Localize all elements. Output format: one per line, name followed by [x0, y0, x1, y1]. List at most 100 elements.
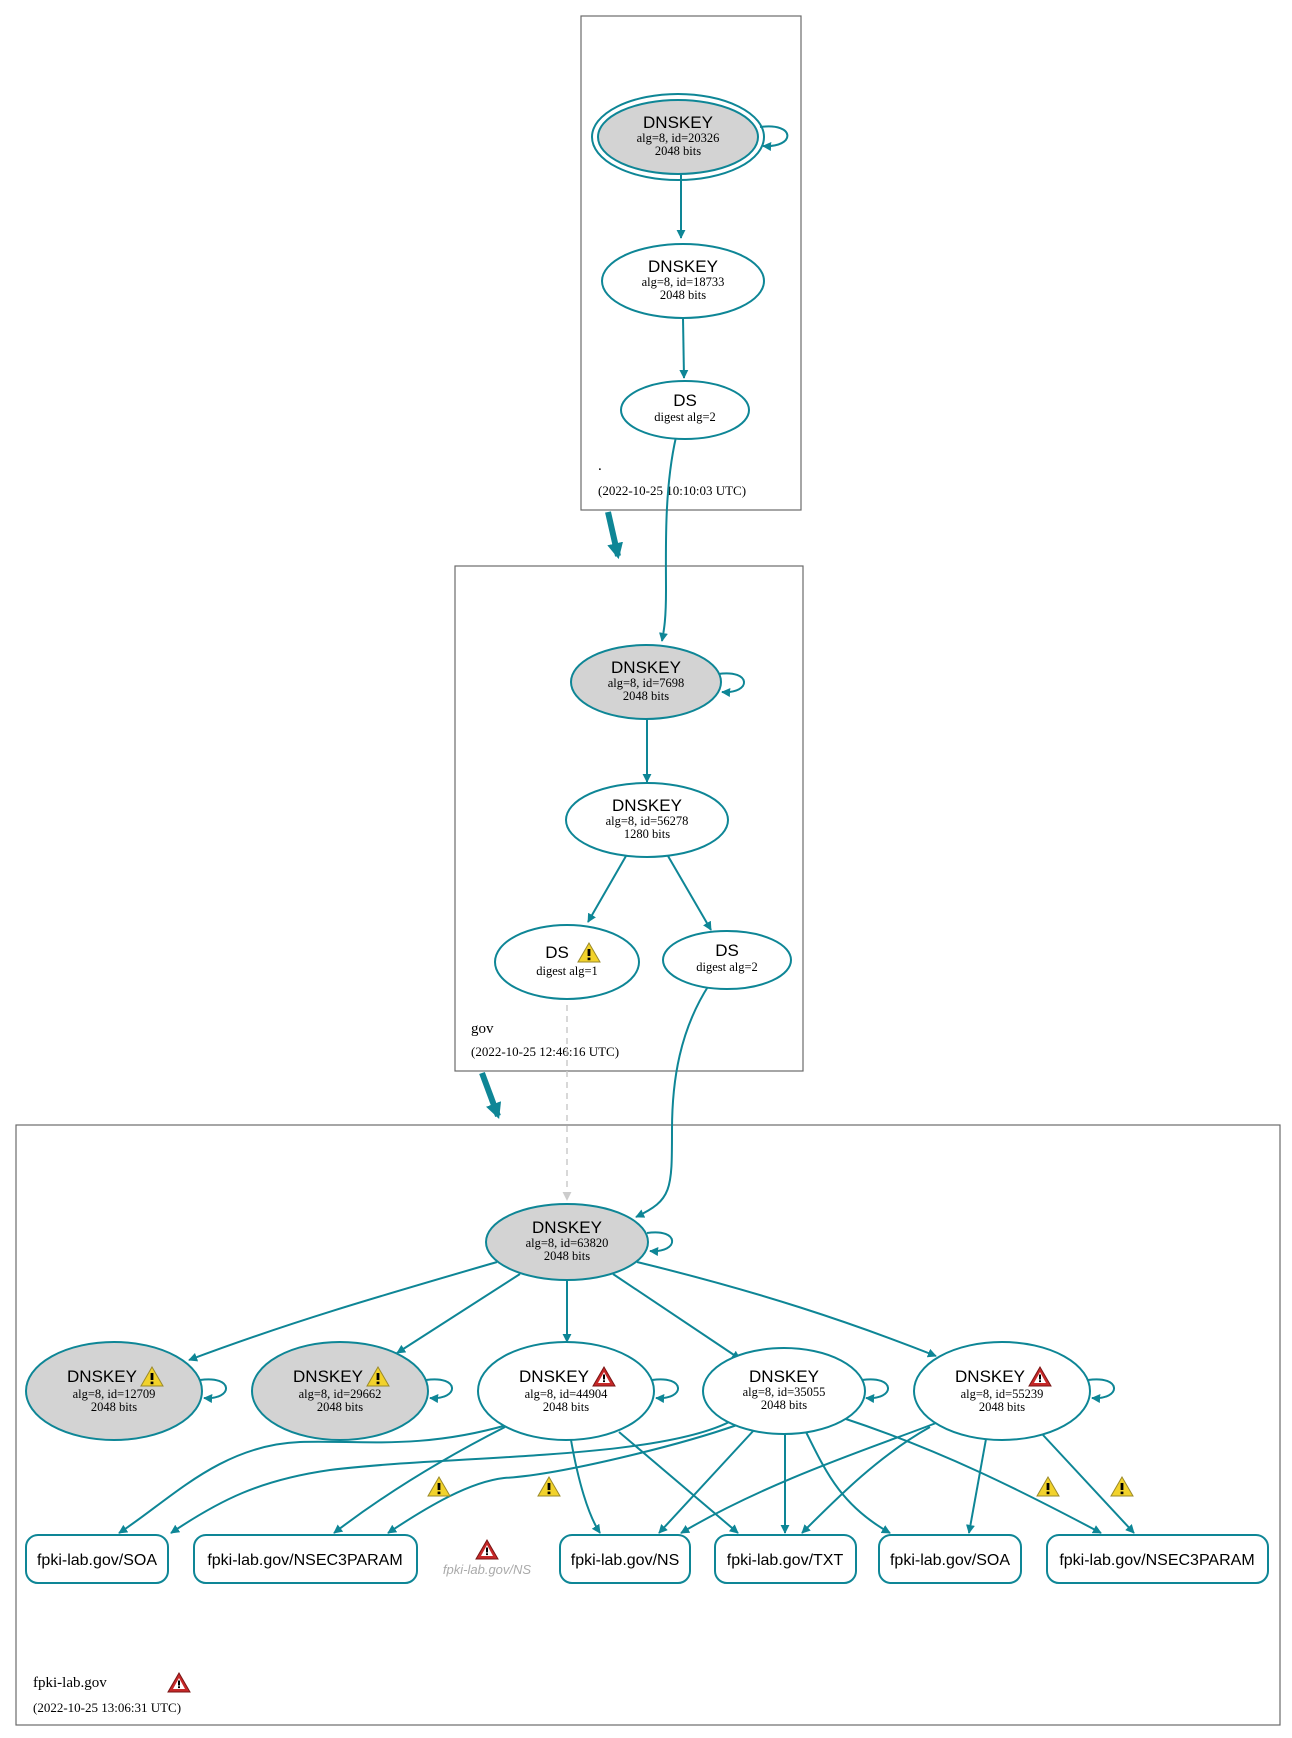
- dnskey-node-7698[interactable]: DNSKEY alg=8, id=7698 2048 bits: [570, 644, 722, 720]
- node-detail: 2048 bits: [317, 1400, 363, 1414]
- rrset-node-txt[interactable]: fpki-lab.gov/TXT: [714, 1534, 857, 1584]
- edge: [570, 1439, 601, 1534]
- ds-node-gov-alg2[interactable]: DS digest alg=2: [662, 930, 792, 990]
- zone-fpki-lab: fpki-lab.gov (2022-10-25 13:06:31 UTC): [15, 1124, 1281, 1726]
- warning-icon: [1110, 1476, 1134, 1497]
- ds-node-gov-alg1[interactable]: DS digest alg=1: [494, 924, 640, 1000]
- dnskey-node-12709[interactable]: DNSKEY alg=8, id=12709 2048 bits: [25, 1341, 203, 1441]
- dnskey-node-35055[interactable]: DNSKEY alg=8, id=35055 2048 bits: [702, 1347, 866, 1435]
- zone-timestamp: (2022-10-25 13:06:31 UTC): [33, 1700, 181, 1715]
- rrset-label: fpki-lab.gov/SOA: [37, 1552, 157, 1569]
- rrset-label: fpki-lab.gov/NSEC3PARAM: [207, 1552, 402, 1569]
- node-title: DS: [715, 941, 739, 960]
- edge: [587, 855, 627, 923]
- node-detail: 2048 bits: [543, 1400, 589, 1414]
- zone-timestamp: (2022-10-25 10:10:03 UTC): [598, 483, 746, 498]
- node-detail: alg=8, id=44904: [525, 1387, 609, 1401]
- node-detail: 2048 bits: [979, 1400, 1025, 1414]
- self-loop: [717, 672, 745, 698]
- edge: [188, 1261, 498, 1362]
- edge: [658, 1428, 756, 1534]
- zone-name: gov: [471, 1021, 494, 1037]
- warning-icon: [427, 1476, 451, 1497]
- edge: [1042, 1434, 1135, 1534]
- dnskey-node-20326[interactable]: DNSKEY alg=8, id=20326 2048 bits: [591, 93, 765, 181]
- rrset-label: fpki-lab.gov/TXT: [727, 1552, 844, 1569]
- node-detail: 2048 bits: [544, 1249, 590, 1263]
- node-title: DNSKEY: [293, 1367, 363, 1386]
- dnskey-node-44904[interactable]: DNSKEY alg=8, id=44904 2048 bits: [477, 1341, 655, 1441]
- node-detail: 2048 bits: [655, 144, 701, 158]
- node-title: DNSKEY: [955, 1367, 1025, 1386]
- edge: [667, 855, 712, 931]
- rrset-node-soa[interactable]: fpki-lab.gov/SOA: [878, 1534, 1022, 1584]
- edge: [118, 1424, 508, 1534]
- dnskey-node-18733[interactable]: DNSKEY alg=8, id=18733 2048 bits: [601, 243, 765, 319]
- edge: [801, 1426, 931, 1534]
- dnskey-node-55239[interactable]: DNSKEY alg=8, id=55239 2048 bits: [913, 1341, 1091, 1441]
- node-detail: 2048 bits: [91, 1400, 137, 1414]
- node-detail: alg=8, id=55239: [961, 1387, 1044, 1401]
- node-detail: alg=8, id=63820: [526, 1236, 609, 1250]
- edge: [636, 1261, 937, 1358]
- edge: [396, 1273, 521, 1354]
- node-detail: alg=8, id=18733: [642, 275, 725, 289]
- self-loop: [425, 1378, 453, 1404]
- rrset-label: fpki-lab.gov/NSEC3PARAM: [1059, 1552, 1254, 1569]
- warning-icon: [1036, 1476, 1060, 1497]
- dnskey-node-56278[interactable]: DNSKEY alg=8, id=56278 1280 bits: [565, 782, 729, 858]
- delegation-arrow: [479, 1071, 502, 1119]
- self-loop: [646, 1231, 674, 1257]
- ds-node-root[interactable]: DS digest alg=2: [620, 380, 750, 440]
- rrset-node-nsec3param[interactable]: fpki-lab.gov/NSEC3PARAM: [193, 1534, 418, 1584]
- node-detail: 2048 bits: [623, 689, 669, 703]
- zone-root: . (2022-10-25 10:10:03 UTC): [580, 15, 802, 511]
- ghost-rrset-label: fpki-lab.gov/NS: [443, 1562, 531, 1577]
- zone-error-icon: [167, 1672, 191, 1693]
- node-title: DNSKEY: [749, 1367, 819, 1386]
- zone-gov: gov (2022-10-25 12:46:16 UTC): [454, 565, 804, 1072]
- node-detail: alg=8, id=20326: [637, 131, 720, 145]
- edge: [618, 1431, 739, 1534]
- edge: [170, 1419, 734, 1534]
- edge: [842, 1417, 1102, 1534]
- node-detail: alg=8, id=56278: [606, 814, 689, 828]
- node-detail: alg=8, id=35055: [743, 1385, 826, 1399]
- node-title: DS: [545, 943, 569, 962]
- self-loop: [759, 125, 789, 151]
- rrset-node-nsec3param[interactable]: fpki-lab.gov/NSEC3PARAM: [1046, 1534, 1269, 1584]
- node-detail: alg=8, id=12709: [73, 1387, 156, 1401]
- rrset-node-ns[interactable]: fpki-lab.gov/NS: [559, 1534, 691, 1584]
- ghost-rrset-ns[interactable]: fpki-lab.gov/NS: [443, 1539, 531, 1577]
- error-icon: [475, 1539, 499, 1560]
- edge: [333, 1426, 506, 1534]
- node-detail: 1280 bits: [624, 827, 670, 841]
- self-loop: [199, 1378, 227, 1404]
- dnskey-node-29662[interactable]: DNSKEY alg=8, id=29662 2048 bits: [251, 1341, 429, 1441]
- node-detail: alg=8, id=29662: [299, 1387, 382, 1401]
- delegation-arrow: [605, 511, 623, 560]
- node-title: DNSKEY: [519, 1367, 589, 1386]
- node-detail: alg=8, id=7698: [608, 676, 685, 690]
- edge: [635, 984, 710, 1218]
- zone-timestamp: (2022-10-25 12:46:16 UTC): [471, 1044, 619, 1059]
- rrset-label: fpki-lab.gov/NS: [571, 1552, 680, 1569]
- dnskey-node-63820[interactable]: DNSKEY alg=8, id=63820 2048 bits: [485, 1203, 649, 1281]
- edge: [387, 1424, 738, 1534]
- rrset-label: fpki-lab.gov/SOA: [890, 1552, 1010, 1569]
- warning-icon: [537, 1476, 561, 1497]
- edge: [680, 1422, 937, 1534]
- node-detail: 2048 bits: [761, 1398, 807, 1412]
- self-loop: [861, 1378, 889, 1404]
- node-detail: digest alg=2: [696, 960, 758, 974]
- node-title: DNSKEY: [532, 1218, 602, 1237]
- node-title: DNSKEY: [611, 658, 681, 677]
- self-loop: [651, 1378, 679, 1404]
- edge: [659, 436, 677, 642]
- edge: [804, 1429, 891, 1534]
- rrset-node-soa[interactable]: fpki-lab.gov/SOA: [25, 1534, 169, 1584]
- node-detail: digest alg=2: [654, 410, 716, 424]
- node-title: DNSKEY: [643, 113, 713, 132]
- node-title: DS: [673, 391, 697, 410]
